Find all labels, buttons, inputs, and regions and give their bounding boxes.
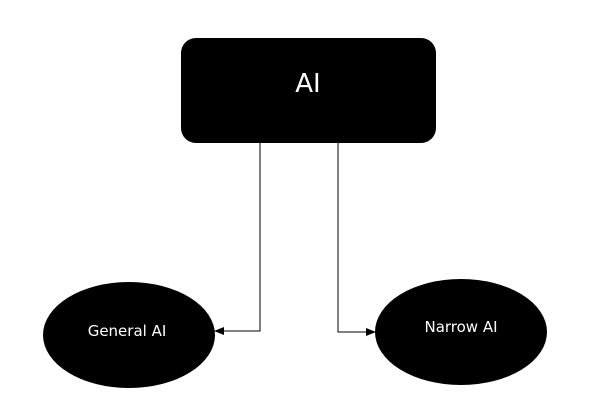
child-node-general-ai-shape	[43, 282, 215, 388]
child-node-narrow-ai: Narrow AI	[375, 279, 547, 385]
connector-root-to-general-ai	[214, 143, 261, 335]
connector-root-to-narrow-ai	[337, 143, 376, 336]
root-node-label: AI	[295, 69, 320, 99]
root-node-box	[181, 38, 436, 143]
child-node-narrow-ai-shape	[375, 279, 547, 385]
child-node-narrow-ai-label: Narrow AI	[424, 318, 497, 336]
root-node: AI	[181, 38, 436, 143]
child-node-general-ai-label: General AI	[88, 322, 167, 340]
child-node-general-ai: General AI	[43, 282, 215, 388]
